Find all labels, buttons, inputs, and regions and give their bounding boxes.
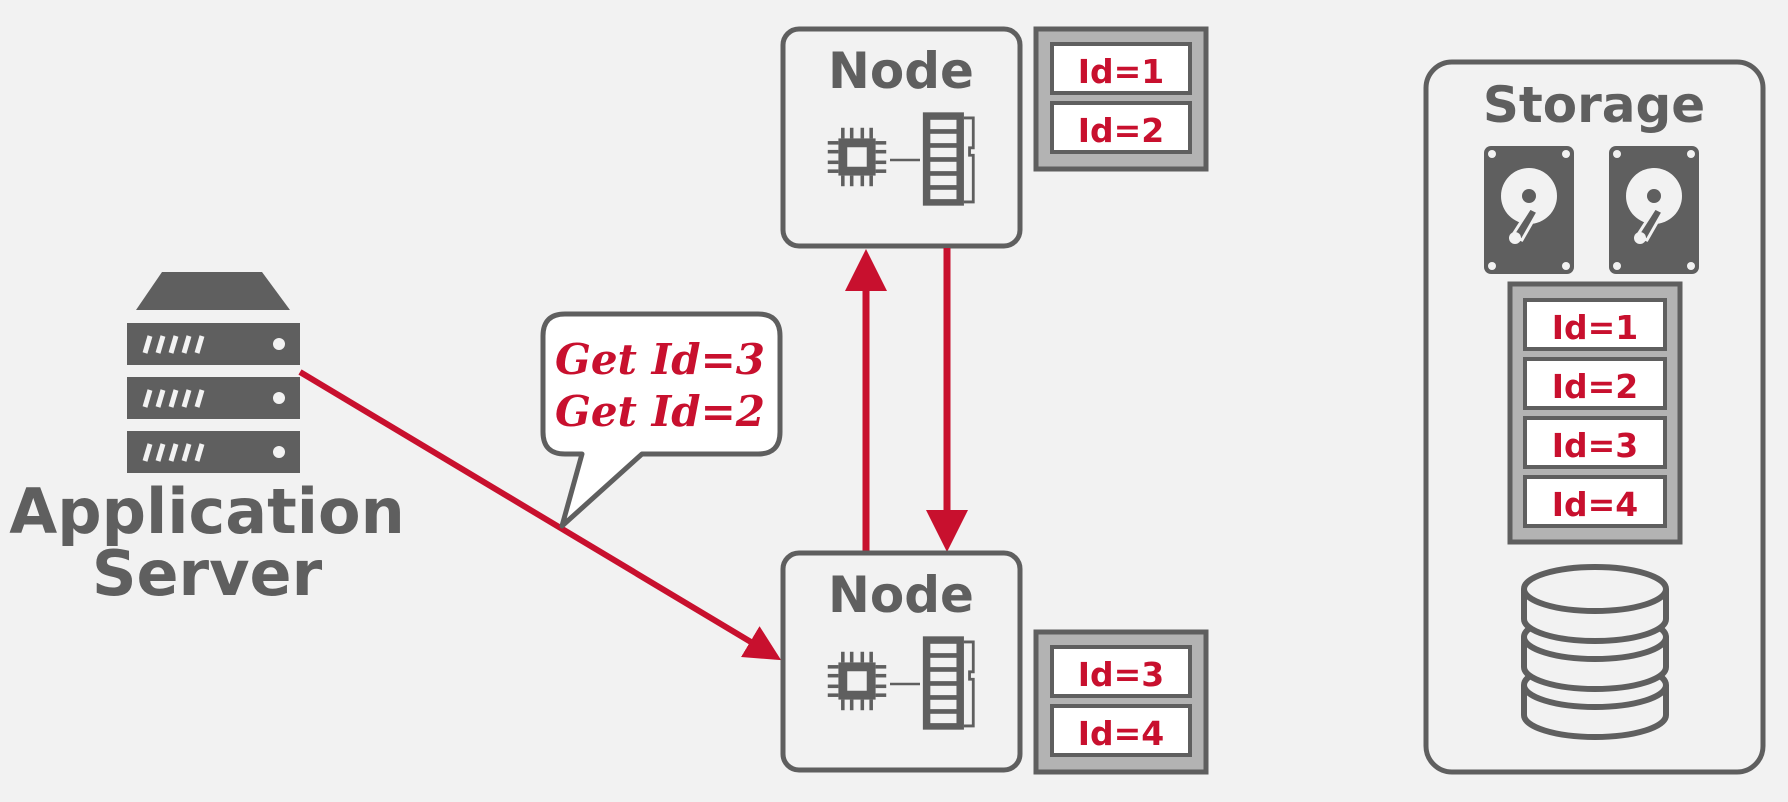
database-icon bbox=[1521, 564, 1669, 740]
storage-title: Storage bbox=[1483, 76, 1705, 134]
storage-record: Id=3 bbox=[1552, 426, 1639, 465]
partition-top-record: Id=1 bbox=[1078, 52, 1165, 91]
hard-drive-icon bbox=[1484, 146, 1574, 274]
partition-bottom-record: Id=4 bbox=[1078, 714, 1165, 753]
app-server-label-line1: Application bbox=[9, 475, 404, 548]
partition-bottom: Id=3 Id=4 bbox=[1033, 629, 1209, 775]
storage-record: Id=2 bbox=[1552, 367, 1639, 406]
partition-top: Id=1 Id=2 bbox=[1033, 26, 1209, 172]
bubble-line2: Get Id=2 bbox=[555, 387, 765, 436]
app-server-label-line2: Server bbox=[92, 537, 323, 610]
server-icon bbox=[127, 272, 300, 473]
hard-drive-icon bbox=[1609, 146, 1699, 274]
storage-record: Id=4 bbox=[1552, 485, 1639, 524]
request-arrow bbox=[298, 369, 782, 661]
storage-record: Id=1 bbox=[1552, 308, 1639, 347]
partition-top-record: Id=2 bbox=[1078, 111, 1165, 150]
storage-box: Storage Id=1 Id=2 Id=3 Id=4 bbox=[1423, 59, 1766, 775]
bubble-line1: Get Id=3 bbox=[555, 335, 765, 384]
node-top-title: Node bbox=[828, 42, 974, 100]
node-bottom-title: Node bbox=[828, 566, 974, 624]
node-top: Node bbox=[780, 26, 1023, 249]
node-bottom: Node bbox=[780, 550, 1023, 773]
partition-bottom-record: Id=3 bbox=[1078, 655, 1165, 694]
request-bubble: Get Id=3 Get Id=2 bbox=[540, 311, 783, 529]
